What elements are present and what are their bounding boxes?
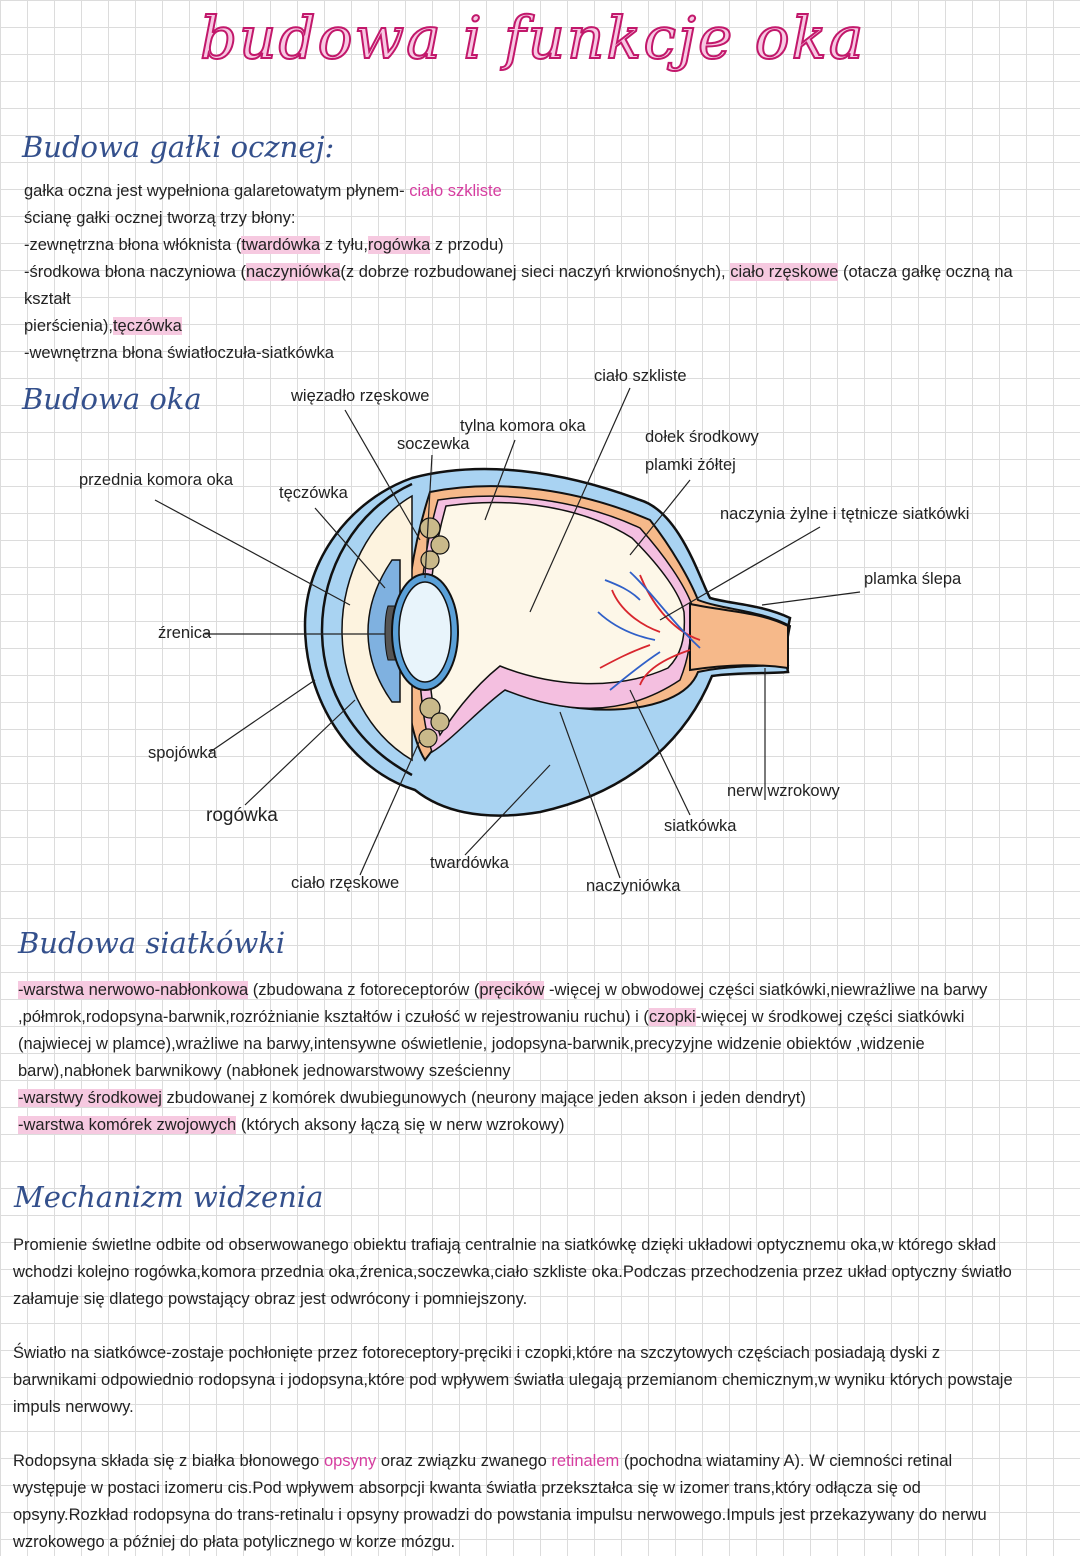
label-naczynia: naczynia żylne i tętnicze siatkówki bbox=[720, 505, 970, 523]
term: retinalem bbox=[551, 1452, 620, 1470]
line-6: -wewnętrzna błona światłoczuła-siatkówka bbox=[24, 344, 334, 362]
optic-nerve bbox=[689, 602, 789, 672]
term: pręcików bbox=[479, 981, 545, 999]
heading-budowa-galki: Budowa gałki ocznej: bbox=[22, 130, 335, 164]
budowa-galki-text: gałka oczna jest wypełniona galaretowaty… bbox=[24, 178, 1044, 367]
leader-lines bbox=[154, 387, 861, 879]
text: (zbudowana z fotoreceptorów ( bbox=[248, 981, 480, 999]
label-wiezadlo-rzeskowe: więzadło rzęskowe bbox=[291, 387, 430, 405]
mechanizm-text: Promienie świetlne odbite od obserwowane… bbox=[13, 1232, 1023, 1556]
label-soczewka: soczewka bbox=[397, 435, 470, 453]
term: rogówka bbox=[367, 236, 431, 254]
label-rogowka: rogówka bbox=[206, 805, 278, 826]
lens-inner bbox=[398, 581, 452, 683]
text: pierścienia), bbox=[24, 317, 113, 335]
label-siatkowka: siatkówka bbox=[664, 817, 737, 835]
line-4: -środkowa błona naczyniowa (naczyniówka(… bbox=[24, 259, 1044, 313]
text: z tyłu, bbox=[320, 236, 368, 254]
term: -warstwa nerwowo-nabłonkowa bbox=[18, 981, 249, 999]
paragraph-1: -warstwa nerwowo-nabłonkowa (zbudowana z… bbox=[18, 977, 1028, 1085]
term: ciało szkliste bbox=[409, 182, 502, 200]
label-plamka-slepa: plamka ślepa bbox=[864, 570, 962, 588]
label-zrenica: źrenica bbox=[158, 624, 212, 642]
text: z przodu) bbox=[430, 236, 504, 254]
term: -warstwy środkowej bbox=[18, 1089, 162, 1107]
label-cialo-szkliste: ciało szkliste bbox=[594, 367, 687, 385]
text: -więcej w obwodowej części siatkówki,nie… bbox=[18, 981, 988, 1026]
page-title: budowa i funkcje oka bbox=[199, 3, 866, 73]
label-twardowka: twardówka bbox=[430, 854, 509, 872]
paragraph-3: -warstwa komórek zwojowych (których akso… bbox=[18, 1112, 1028, 1139]
label-naczyniowka: naczyniówka bbox=[586, 877, 681, 895]
text: zbudowanej z komórek dwubiegunowych (neu… bbox=[161, 1089, 806, 1107]
line-1: gałka oczna jest wypełniona galaretowaty… bbox=[24, 178, 1044, 205]
term: ciało rzęskowe bbox=[730, 263, 839, 281]
term: naczyniówka bbox=[245, 263, 341, 281]
label-przednia-komora-oka: przednia komora oka bbox=[79, 471, 234, 489]
term: opsyny bbox=[323, 1452, 377, 1470]
text: (otacza gałkę oczną na kształt bbox=[24, 263, 1013, 308]
text: -środkowa błona naczyniowa ( bbox=[24, 263, 246, 281]
text: oraz związku zwanego bbox=[376, 1452, 552, 1470]
text: (z dobrze rozbudowanej sieci naczyń krwi… bbox=[340, 263, 731, 281]
eye-diagram bbox=[154, 387, 861, 879]
heading-mechanizm-widzenia: Mechanizm widzenia bbox=[14, 1180, 324, 1214]
retinal-vessels bbox=[597, 571, 701, 691]
term: -warstwa komórek zwojowych bbox=[18, 1116, 237, 1134]
label-cialo-rzeskowe: ciało rzęskowe bbox=[291, 874, 400, 892]
paragraph-3: Rodopsyna składa się z białka błonowego … bbox=[13, 1448, 1023, 1556]
label-spojowka: spojówka bbox=[148, 744, 217, 762]
heading-budowa-siatkowki: Budowa siatkówki bbox=[18, 926, 286, 960]
text: gałka oczna jest wypełniona galaretowaty… bbox=[24, 182, 410, 200]
line-5: pierścienia),tęczówka bbox=[24, 313, 1044, 340]
paragraph-2: -warstwy środkowej zbudowanej z komórek … bbox=[18, 1085, 1028, 1112]
iris bbox=[367, 559, 401, 703]
paragraph-2: Światło na siatkówce-zostaje pochłonięte… bbox=[13, 1344, 1013, 1416]
term: czopki bbox=[648, 1008, 696, 1026]
label-dolek-srodkowy: dołek środkowy bbox=[645, 428, 759, 446]
term: twardówka bbox=[241, 236, 321, 254]
term: tęczówka bbox=[112, 317, 182, 335]
cornea bbox=[320, 482, 413, 777]
text: (których aksony łączą się w nerw wzrokow… bbox=[236, 1116, 565, 1134]
ciliary-body bbox=[418, 517, 450, 748]
budowa-siatkowki-text: -warstwa nerwowo-nabłonkowa (zbudowana z… bbox=[18, 977, 1028, 1139]
line-3: -zewnętrzna błona włóknista (twardówka z… bbox=[24, 232, 1044, 259]
text: -zewnętrzna błona włóknista ( bbox=[24, 236, 242, 254]
label-tylna-komora-oka: tylna komora oka bbox=[460, 417, 586, 435]
label-teczowka: tęczówka bbox=[279, 484, 348, 502]
label-nerw-wzrokowy: nerw wzrokowy bbox=[727, 782, 840, 800]
line-2: ścianę gałki ocznej tworzą trzy błony: bbox=[24, 209, 296, 227]
text: -więcej w środkowej części siatkówki (na… bbox=[18, 1008, 965, 1080]
text: Rodopsyna składa się z białka błonowego bbox=[13, 1452, 324, 1470]
paragraph-1: Promienie świetlne odbite od obserwowane… bbox=[13, 1236, 1012, 1308]
heading-budowa-oka: Budowa oka bbox=[22, 382, 202, 416]
label-plamki-zoltej: plamki żółtej bbox=[645, 456, 736, 474]
